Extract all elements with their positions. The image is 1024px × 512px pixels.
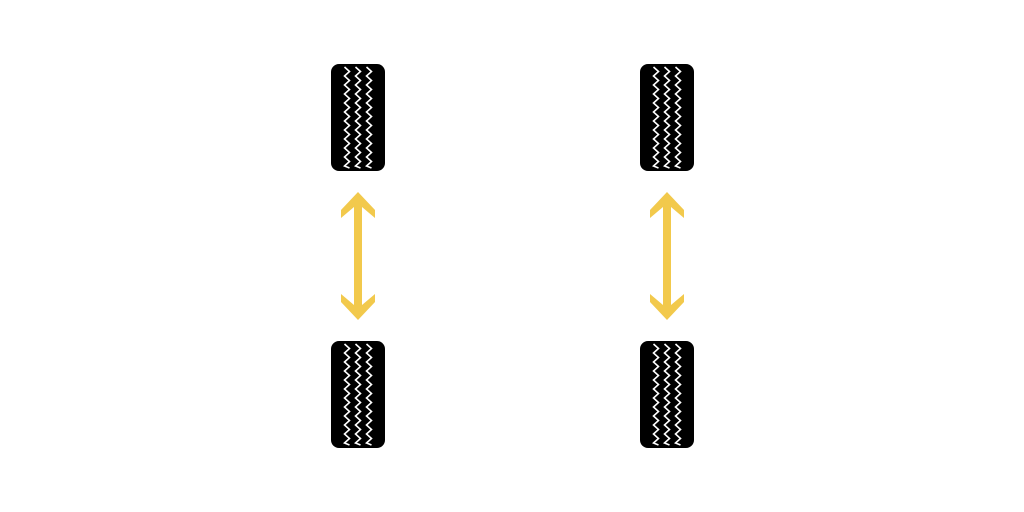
tread-line	[663, 66, 671, 169]
tread-line	[674, 343, 682, 446]
tread-line	[674, 66, 682, 169]
tire-icon	[331, 341, 385, 448]
tread-line	[652, 66, 660, 169]
tread-line	[354, 66, 362, 169]
tread-line	[663, 343, 671, 446]
tread-line	[652, 343, 660, 446]
tire-icon	[640, 64, 694, 171]
tread-line	[365, 343, 373, 446]
tread-line	[365, 66, 373, 169]
tread-line	[343, 66, 351, 169]
double-arrow-icon	[341, 192, 375, 320]
tire-icon	[331, 64, 385, 171]
tread-line	[354, 343, 362, 446]
tire-icon	[640, 341, 694, 448]
double-arrow-icon	[650, 192, 684, 320]
tread-line	[343, 343, 351, 446]
